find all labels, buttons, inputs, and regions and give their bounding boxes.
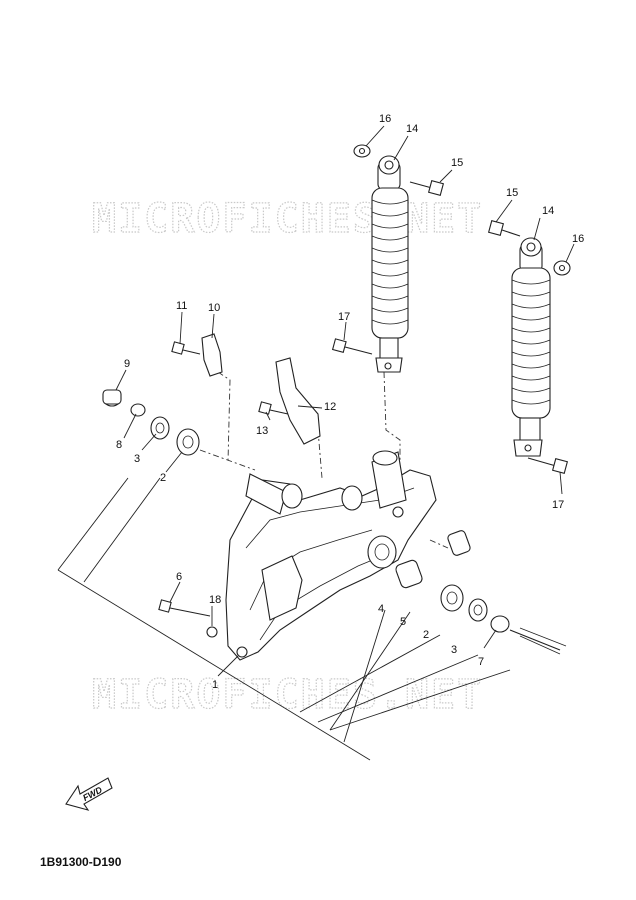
diagram-code: 1B91300-D190 xyxy=(40,855,122,869)
shock-absorber-left xyxy=(371,155,409,373)
callout-3: 3 xyxy=(451,644,457,656)
callout-5: 5 xyxy=(400,616,406,628)
callout-3: 3 xyxy=(134,453,140,465)
callout-9: 9 xyxy=(124,358,130,370)
callout-15: 15 xyxy=(506,187,518,199)
callout-18: 18 xyxy=(209,594,221,606)
shock-absorber-right xyxy=(511,237,551,457)
assembly-leader-lines xyxy=(57,477,511,761)
callout-4: 4 xyxy=(378,603,384,615)
callout-numbers: 16 14 15 15 14 16 11 10 17 9 8 3 2 12 13… xyxy=(116,113,584,691)
callout-2: 2 xyxy=(423,629,429,641)
callout-14: 14 xyxy=(406,123,418,135)
callout-16: 16 xyxy=(379,113,391,125)
callout-15: 15 xyxy=(451,157,463,169)
rear-arm xyxy=(225,450,437,661)
watermark-bottom: MICROFICHES.NET xyxy=(92,672,483,718)
callout-8: 8 xyxy=(116,439,122,451)
callout-12: 12 xyxy=(324,401,336,413)
callout-13: 13 xyxy=(256,425,268,437)
callout-leaders xyxy=(115,125,575,677)
callout-11: 11 xyxy=(176,300,187,312)
callout-10: 10 xyxy=(208,302,220,314)
callout-17: 17 xyxy=(338,311,350,323)
callout-1: 1 xyxy=(212,679,218,691)
watermark-top: MICROFICHES.NET xyxy=(92,196,483,242)
callout-2: 2 xyxy=(160,472,166,484)
callout-16: 16 xyxy=(572,233,584,245)
callout-17: 17 xyxy=(552,499,564,511)
callout-7: 7 xyxy=(478,656,484,668)
hardware-parts xyxy=(102,144,571,655)
fwd-arrow-icon: FWD xyxy=(65,777,113,811)
callout-6: 6 xyxy=(176,571,182,583)
callout-14: 14 xyxy=(542,205,554,217)
